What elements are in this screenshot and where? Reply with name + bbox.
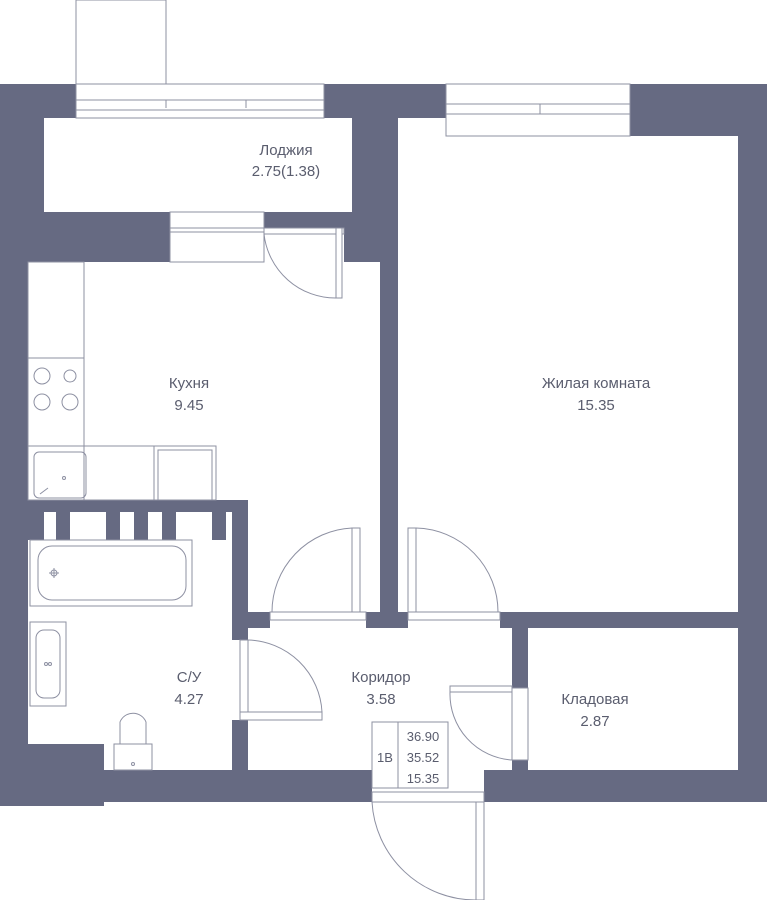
loggia-area: 2.75(1.38) (252, 163, 320, 180)
doors (239, 227, 529, 900)
unit-total-area: 36.90 (407, 729, 440, 744)
unit-type: 1В (377, 750, 393, 765)
kitchen-name: Кухня (169, 375, 209, 392)
corridor-name: Коридор (351, 669, 410, 686)
loggia-name: Лоджия (259, 142, 312, 159)
bathroom-fixtures (29, 539, 193, 771)
kitchen-furniture (27, 261, 217, 501)
room-labels: Лоджия 2.75(1.38) Кухня 9.45 Жилая комна… (169, 142, 651, 730)
living-room-area: 15.35 (577, 397, 615, 414)
unit-living-area: 15.35 (407, 771, 440, 786)
kitchen-area: 9.45 (174, 397, 203, 414)
bathroom-name: С/У (177, 669, 202, 686)
storage-area: 2.87 (580, 713, 609, 730)
storage-name: Кладовая (561, 691, 628, 708)
unit-info-table: 1В 36.90 35.52 15.35 (371, 721, 449, 789)
living-room-window (445, 83, 631, 137)
bathroom-area: 4.27 (174, 691, 203, 708)
loggia-frame (75, 0, 325, 119)
corridor-area: 3.58 (366, 691, 395, 708)
walls (0, 84, 767, 806)
kitchen-window (169, 211, 265, 263)
living-room-name: Жилая комната (542, 375, 651, 392)
unit-area-without-loggia: 35.52 (407, 750, 440, 765)
